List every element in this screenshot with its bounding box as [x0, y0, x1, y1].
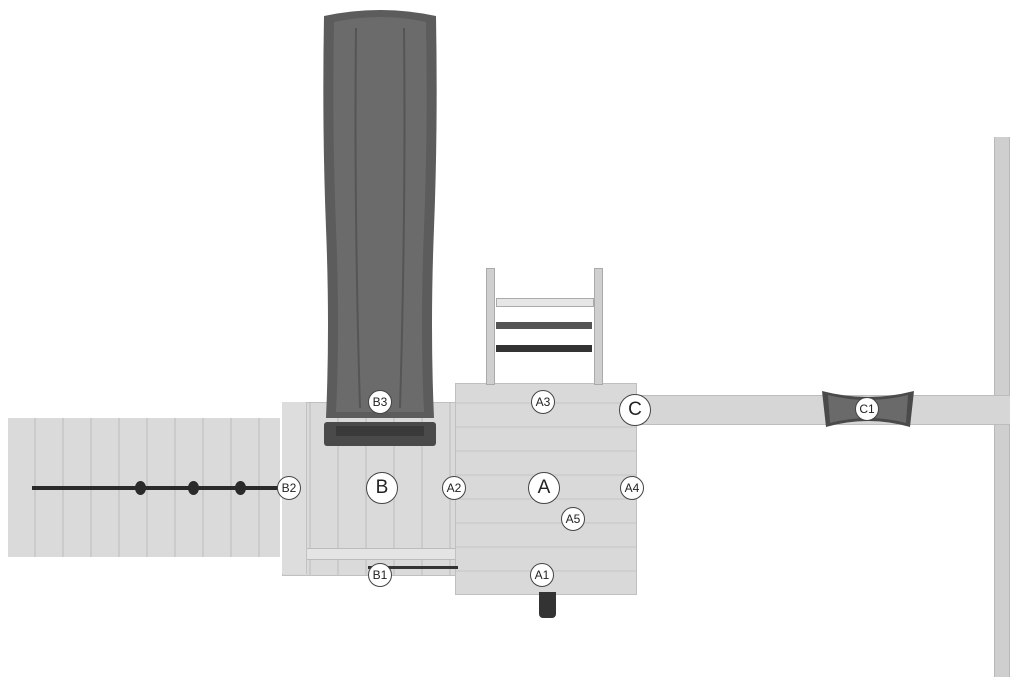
- marker-a5: A5: [561, 507, 585, 531]
- marker-a1: A1: [530, 563, 554, 587]
- rope-knot: [135, 481, 146, 495]
- tower-b-rail: [282, 548, 456, 560]
- marker-c1: C1: [855, 397, 879, 421]
- ladder-rail-right: [594, 268, 603, 385]
- marker-b3: B3: [368, 390, 392, 414]
- climbing-rope: [32, 486, 284, 490]
- marker-a: A: [528, 472, 560, 504]
- telescope: [539, 592, 556, 618]
- ladder-rung: [496, 345, 592, 352]
- marker-b: B: [366, 472, 398, 504]
- b1-bar: [368, 566, 458, 569]
- rope-knot: [235, 481, 246, 495]
- marker-b1: B1: [368, 563, 392, 587]
- marker-a4: A4: [620, 476, 644, 500]
- marker-a2: A2: [442, 476, 466, 500]
- ladder-rung: [496, 322, 592, 329]
- marker-b2: B2: [277, 476, 301, 500]
- slide: [323, 10, 437, 446]
- marker-a3: A3: [531, 390, 555, 414]
- marker-c: C: [619, 394, 651, 426]
- ladder-rung: [496, 298, 594, 307]
- ladder-rail-left: [486, 268, 495, 385]
- rope-knot: [188, 481, 199, 495]
